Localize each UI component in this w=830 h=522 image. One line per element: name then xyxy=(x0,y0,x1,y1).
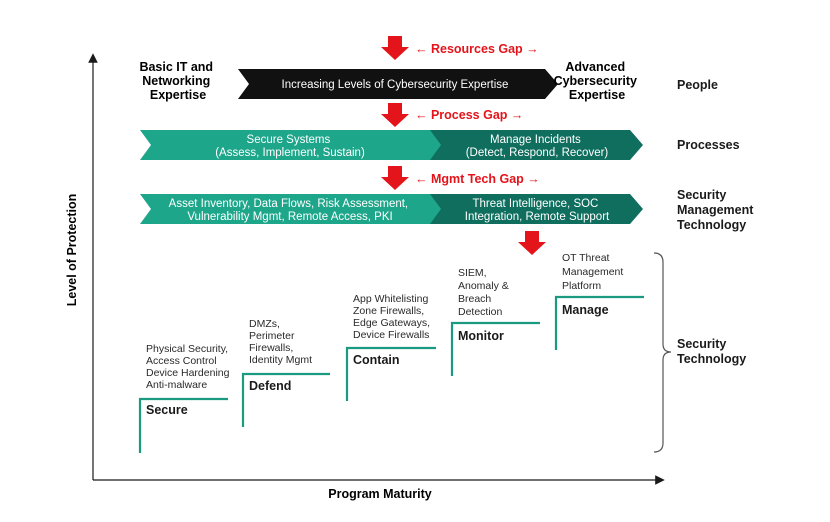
red-arrow-2 xyxy=(381,103,409,127)
step-monitor-items: SIEM, Anomaly & Breach Detection xyxy=(458,267,512,318)
processes-side-label: Processes xyxy=(677,138,740,152)
step-defend-items: DMZs, Perimeter Firewalls, Identity Mgmt xyxy=(249,318,312,366)
red-arrow-3 xyxy=(381,166,409,190)
expertise-arrow-label: Increasing Levels of Cybersecurity Exper… xyxy=(282,79,509,91)
basic-expertise-label: Basic IT and Networking Expertise xyxy=(139,60,216,102)
expertise-arrow xyxy=(238,69,558,99)
processes-band-right xyxy=(430,130,643,160)
step-defend-title: Defend xyxy=(249,379,291,393)
step-secure: Physical Security, Access Control Device… xyxy=(138,343,232,453)
resources-gap-label: ← Resources Gap → xyxy=(415,42,539,56)
threat-intelligence-label: Threat Intelligence, SOC Integration, Re… xyxy=(465,198,610,223)
security-technology-side-label: Security Technology xyxy=(677,337,746,366)
step-contain-title: Contain xyxy=(353,353,400,367)
step-contain: App Whitelisting Zone Firewalls, Edge Ga… xyxy=(345,293,436,401)
mgmt-band-right xyxy=(430,194,643,224)
step-defend: DMZs, Perimeter Firewalls, Identity Mgmt… xyxy=(241,318,330,427)
step-monitor-title: Monitor xyxy=(458,329,504,343)
process-gap-label: ← Process Gap → xyxy=(415,108,523,122)
x-axis-label: Program Maturity xyxy=(328,487,432,501)
step-manage: OT Threat Management Platform Manage xyxy=(554,252,644,350)
mgmt-tech-gap-label: ← Mgmt Tech Gap → xyxy=(415,172,540,186)
mgmt-tech-side-label: Security Management Technology xyxy=(677,188,757,232)
step-secure-items: Physical Security, Access Control Device… xyxy=(146,343,232,391)
y-axis-label: Level of Protection xyxy=(65,194,79,307)
mgmt-band-left xyxy=(140,194,456,224)
secure-systems-label: Secure Systems (Assess, Implement, Susta… xyxy=(215,134,365,159)
step-manage-title: Manage xyxy=(562,303,609,317)
step-contain-items: App Whitelisting Zone Firewalls, Edge Ga… xyxy=(353,293,433,341)
step-manage-items: OT Threat Management Platform xyxy=(562,252,626,292)
processes-band-left xyxy=(140,130,456,160)
asset-inventory-label: Asset Inventory, Data Flows, Risk Assess… xyxy=(169,198,412,223)
red-arrow-4 xyxy=(518,231,546,255)
manage-incidents-label: Manage Incidents (Detect, Respond, Recov… xyxy=(466,134,609,159)
red-arrow-1 xyxy=(381,36,409,60)
step-monitor: SIEM, Anomaly & Breach Detection Monitor xyxy=(450,267,540,376)
people-side-label: People xyxy=(677,78,718,92)
security-technology-brace xyxy=(653,252,672,453)
step-secure-title: Secure xyxy=(146,403,188,417)
advanced-expertise-label: Advanced Cybersecurity Expertise xyxy=(554,60,641,102)
